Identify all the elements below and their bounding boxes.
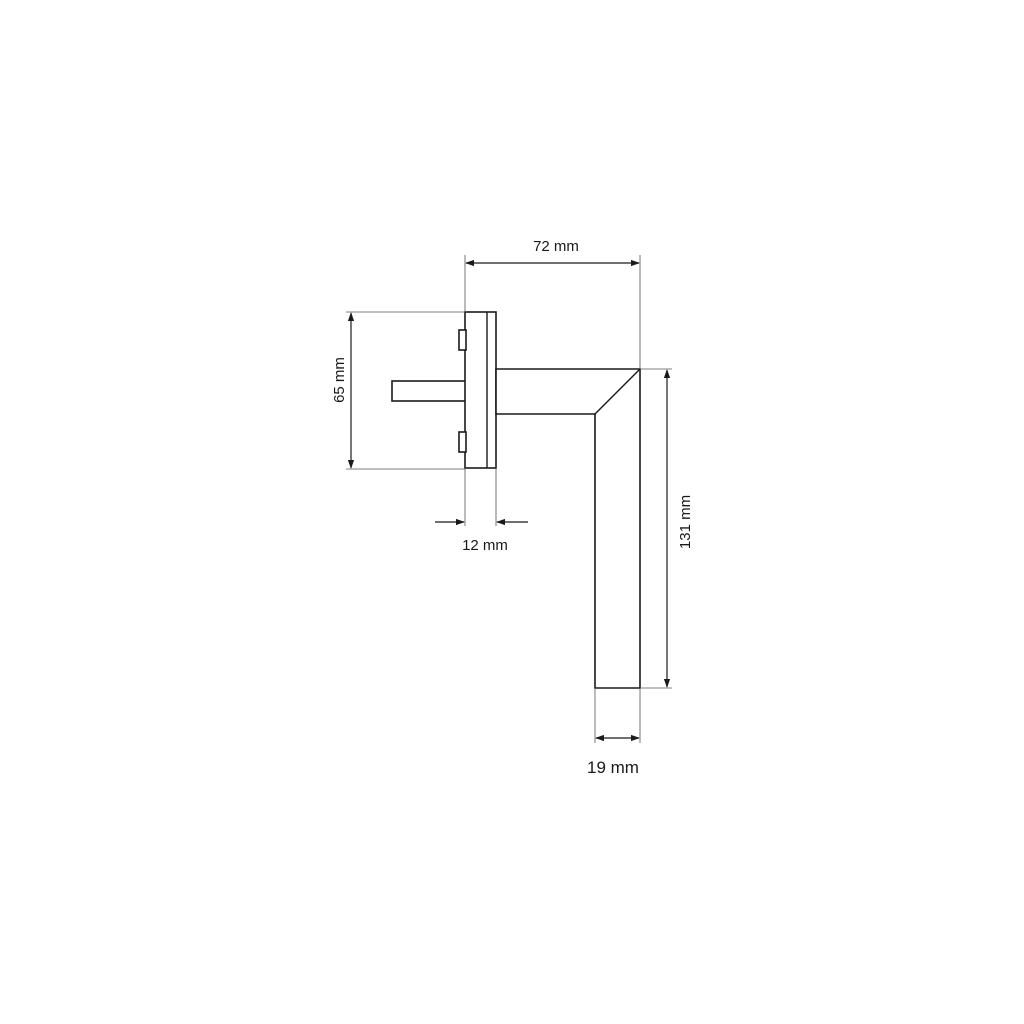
rosette-height-label: 65 mm	[331, 357, 348, 403]
dimension-grip-width: 19 mm	[587, 688, 641, 777]
rosette-clips	[458, 329, 467, 453]
total-depth-label: 72 mm	[533, 238, 579, 255]
handle-length-label: 131 mm	[677, 495, 694, 549]
dimension-handle-length: 131 mm	[640, 368, 694, 689]
dimension-rosette-height: 65 mm	[331, 311, 465, 470]
rosette-thickness-label: 12 mm	[462, 537, 508, 554]
rosette	[464, 311, 497, 469]
dimension-total-depth: 72 mm	[464, 238, 641, 369]
lever-handle	[495, 368, 641, 689]
dimension-rosette-thickness: 12 mm	[435, 468, 528, 554]
grip-width-label: 19 mm	[587, 758, 639, 777]
spindle	[391, 380, 467, 402]
